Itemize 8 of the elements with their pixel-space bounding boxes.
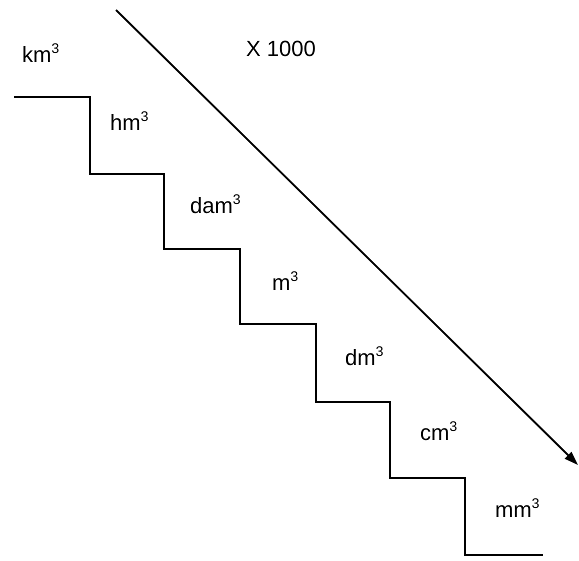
unit-label: m$^{3}$ <box>272 272 298 294</box>
unit-label: dm$^{3}$ <box>345 347 384 369</box>
unit-label: km$^{3}$ <box>22 44 60 66</box>
unit-label: dam$^{3}$ <box>190 195 241 217</box>
unit-label: cm$^{3}$ <box>420 422 458 444</box>
multiplier-label: X 1000 <box>246 38 316 60</box>
unit-label: hm$^{3}$ <box>110 112 148 134</box>
unit-label: mm$^{3}$ <box>495 499 540 521</box>
